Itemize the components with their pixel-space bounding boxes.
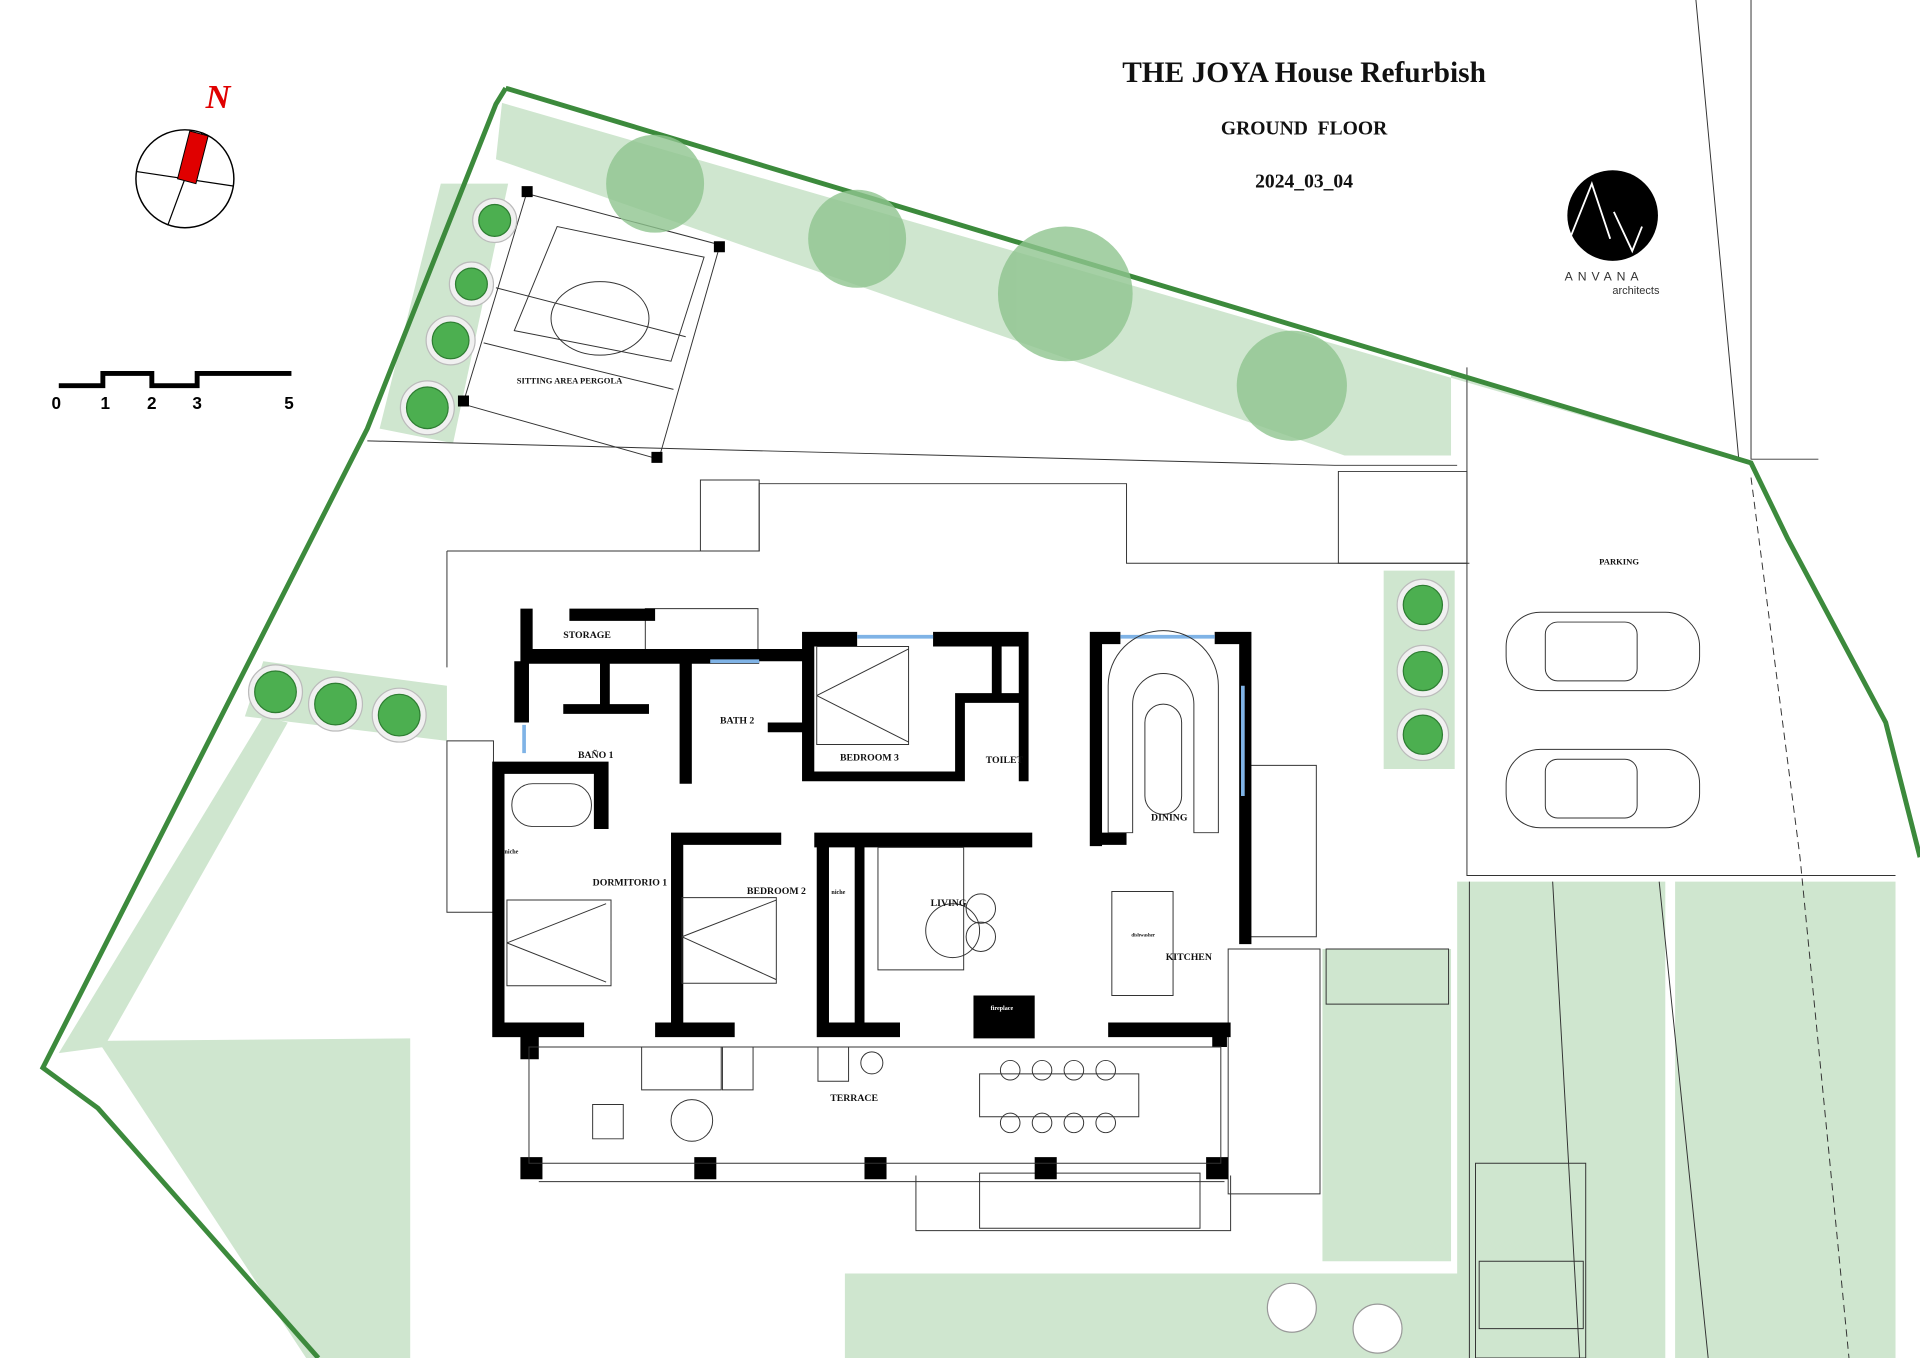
- label-dining: DINING: [1151, 812, 1188, 823]
- drawing-date: 2024_03_04: [1255, 171, 1353, 192]
- label-dishwasher: dishwasher: [1131, 934, 1155, 939]
- scale-tick: 0: [52, 393, 62, 413]
- tree-planter: [1396, 708, 1450, 762]
- dining-chair: [1063, 1112, 1085, 1134]
- scale-tick: 1: [101, 393, 111, 413]
- parked-cars: [1505, 611, 1701, 829]
- label-bano1: BAÑO 1: [578, 749, 614, 761]
- dining-chair: [1063, 1059, 1085, 1081]
- tree-planter: [1396, 578, 1450, 632]
- pergola: [457, 186, 725, 463]
- dining-chairs: [999, 1059, 1116, 1134]
- logo-subtitle: architects: [1612, 285, 1660, 297]
- round-planter: [1266, 1282, 1317, 1333]
- tree-planter: [1396, 644, 1450, 698]
- north-arrow: N: [135, 78, 235, 229]
- tree-planter: [472, 197, 518, 244]
- house-walls: [492, 608, 1252, 1180]
- tree-planter: [247, 664, 304, 720]
- label-pergola: SITTING AREA PERGOLA: [517, 375, 623, 385]
- north-label: N: [205, 78, 232, 116]
- anvana-logo: ANVANA architects: [1565, 170, 1660, 297]
- tree-planter: [307, 676, 364, 732]
- dining-chair: [1031, 1112, 1053, 1134]
- scale-bar: 0 1 2 3 5: [52, 371, 294, 413]
- title-block: THE JOYA House Refurbish GROUND FLOOR 20…: [1122, 57, 1486, 192]
- dining-chair: [1095, 1059, 1116, 1081]
- scale-tick: 5: [284, 393, 294, 413]
- tree-planter: [425, 315, 476, 366]
- scale-tick: 2: [147, 393, 157, 413]
- label-toilet: TOILET: [986, 755, 1024, 766]
- dining-chair: [1095, 1112, 1116, 1134]
- property-boundary: [505, 85, 1920, 858]
- label-living: LIVING: [931, 898, 967, 909]
- dining-chair: [999, 1112, 1021, 1134]
- label-kitchen: KITCHEN: [1166, 952, 1212, 963]
- label-bedroom2: BEDROOM 2: [747, 886, 806, 897]
- windows: [522, 634, 1245, 796]
- label-parking: PARKING: [1599, 557, 1639, 567]
- property-boundary-west: [39, 86, 508, 1358]
- planters: [247, 197, 1450, 1354]
- round-planter: [1352, 1303, 1403, 1354]
- site-lines: [367, 0, 1896, 1358]
- furniture: [506, 630, 1225, 1183]
- drawing-floor: GROUND FLOOR: [1221, 119, 1388, 140]
- shrubs: [606, 134, 1347, 441]
- label-bath2: BATH 2: [720, 716, 754, 727]
- label-terrace: TERRACE: [830, 1093, 878, 1104]
- dining-chair: [1031, 1059, 1053, 1081]
- scale-tick: 3: [192, 393, 202, 413]
- tree-planter: [371, 687, 427, 743]
- room-labels: SITTING AREA PERGOLA STORAGE BAÑO 1 BATH 2 B…: [504, 375, 1639, 1104]
- drawing-title: THE JOYA House Refurbish: [1122, 57, 1486, 89]
- dining-chair: [999, 1059, 1021, 1081]
- tree-planter: [399, 380, 455, 436]
- label-bedroom3: BEDROOM 3: [840, 752, 899, 763]
- label-fireplace: fireplace: [991, 1006, 1014, 1012]
- logo-name: ANVANA: [1565, 269, 1644, 283]
- label-dormitorio1: DORMITORIO 1: [593, 877, 668, 888]
- label-niche2: niche: [831, 890, 845, 896]
- east-boundary-dashed: [1750, 477, 1850, 1358]
- tree-planter: [448, 261, 495, 307]
- label-storage: STORAGE: [563, 630, 611, 641]
- label-niche1: niche: [504, 849, 518, 855]
